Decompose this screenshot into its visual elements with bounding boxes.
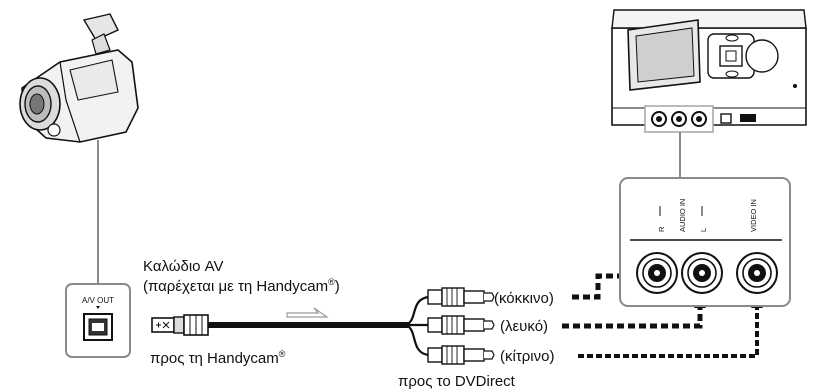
- cable-split: [405, 295, 429, 357]
- rca-plug-red: [427, 287, 495, 307]
- to-handycam-registered-mark: ®: [279, 349, 286, 359]
- input-panel: AUDIO IN R L VIDEO IN: [619, 177, 791, 307]
- cable-supplied-close: ): [335, 278, 340, 295]
- cable-registered-mark: ®: [328, 277, 335, 287]
- camcorder-icon: [19, 13, 139, 143]
- plug-white-label: (λευκό): [500, 318, 548, 335]
- rca-plug-yellow: [427, 345, 495, 365]
- rca-jack-icon: [636, 252, 678, 294]
- plug-red-label: (κόκκινο): [494, 290, 554, 307]
- rca-plug-white: [427, 315, 495, 335]
- route-white: [562, 306, 703, 329]
- route-red: [572, 273, 620, 300]
- plug-yellow-label: (κίτρινο): [500, 348, 554, 365]
- rca-jack-icon: [736, 252, 778, 294]
- av-out-label: A/V OUT: [82, 296, 114, 305]
- av-out-port-icon: [83, 313, 113, 341]
- to-handycam-text: προς τη Handycam: [150, 350, 279, 367]
- to-dvdirect-label: προς το DVDirect: [398, 373, 516, 390]
- video-in-label: VIDEO IN: [749, 199, 758, 232]
- to-handycam-label: προς τη Handycam®: [150, 349, 286, 367]
- port-r-label: R: [657, 226, 666, 232]
- cable-title: Καλώδιο AV: [143, 258, 224, 275]
- rca-jack-icon: [681, 252, 723, 294]
- port-l-label: L: [699, 228, 708, 232]
- av-out-port-box: A/V OUT: [65, 283, 131, 358]
- handycam-av-plug: [151, 314, 209, 336]
- route-yellow: [578, 306, 759, 358]
- arrow-right-icon: [286, 307, 329, 318]
- audio-in-label: AUDIO IN: [678, 199, 687, 232]
- cable-supplied-note: (παρέχεται με τη Handycam®): [143, 277, 340, 295]
- dvdirect-device-icon: [611, 9, 807, 133]
- cable-supplied-text: (παρέχεται με τη Handycam: [143, 278, 328, 295]
